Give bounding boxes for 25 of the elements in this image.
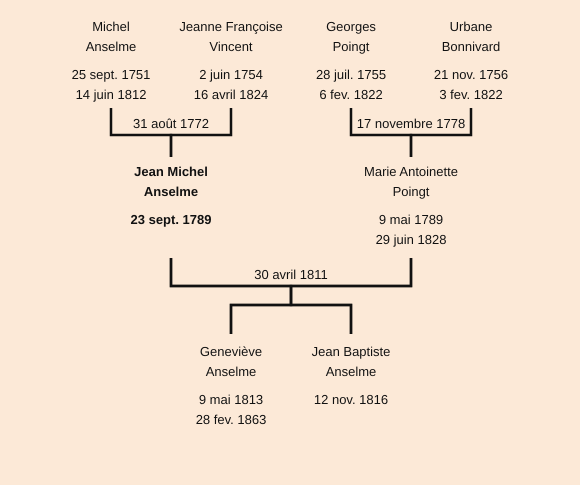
birth-date: 2 juin 1754	[199, 66, 263, 84]
death-date: 6 fev. 1822	[319, 86, 383, 104]
person-name: Urbane Bonnivard	[440, 18, 502, 56]
birth-date: 25 sept. 1751	[72, 66, 150, 84]
death-date: 28 fev. 1863	[196, 411, 266, 429]
birth-date: 12 nov. 1816	[314, 391, 388, 409]
birth-date: 9 mai 1789	[378, 211, 444, 229]
death-date: 29 juin 1828	[376, 231, 446, 249]
birth-date: 21 nov. 1756	[434, 66, 508, 84]
connector-line	[290, 258, 412, 334]
person-name: Jean Baptiste Anselme	[310, 343, 392, 381]
death-date: 3 fev. 1822	[439, 86, 503, 104]
connector-line	[170, 108, 232, 157]
person-name: Marie Antoinette Poingt	[363, 163, 459, 201]
birth-date: 9 mai 1813	[198, 391, 264, 409]
person-name: Michel Anselme	[84, 18, 138, 56]
connector-line	[410, 108, 472, 157]
person-name: Geneviève Anselme	[198, 343, 264, 381]
death-date: 16 avril 1824	[194, 86, 268, 104]
birth-date: 28 juil. 1755	[316, 66, 386, 84]
birth-date: 23 sept. 1789	[130, 211, 212, 229]
person-name: Jean Michel Anselme	[133, 163, 209, 201]
person-name: Jeanne Françoise Vincent	[178, 18, 284, 56]
person-name: Georges Poingt	[325, 18, 377, 56]
death-date: 14 juin 1812	[76, 86, 146, 104]
